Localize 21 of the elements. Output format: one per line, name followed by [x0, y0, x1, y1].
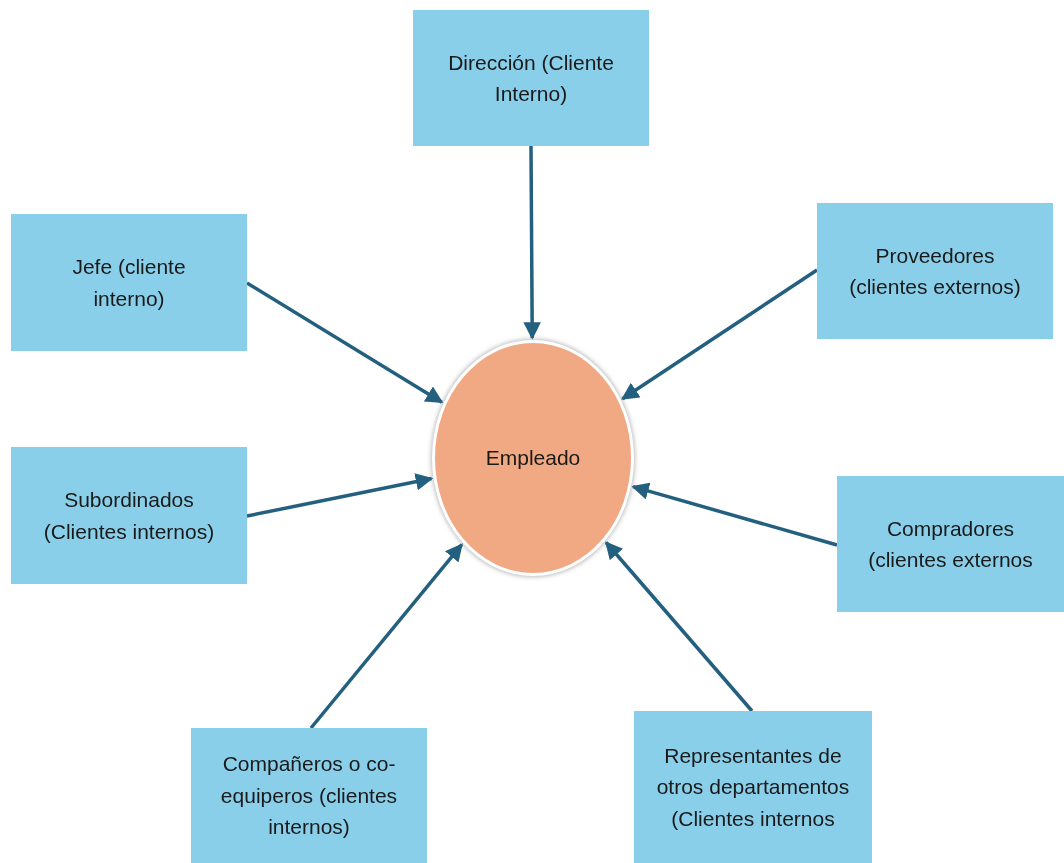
role-box [413, 10, 649, 146]
arrow [523, 146, 541, 340]
role-box [837, 476, 1064, 612]
arrow [604, 541, 754, 713]
role-box [191, 728, 427, 863]
node-label: Representantes de otros departamentos (Clientes internos [655, 742, 851, 832]
role-box [634, 711, 872, 863]
role-box [11, 447, 247, 584]
node-label: Compradores (clientes externos [867, 515, 1034, 573]
node-label: Compañeros o co-equiperos (clientes internos) [219, 751, 399, 841]
arrow [309, 543, 464, 730]
node-label: Jefe (cliente interno) [71, 254, 187, 312]
node-label: Empleado [485, 445, 581, 472]
node-label: Proveedores (clientes externos) [848, 242, 1022, 300]
node-label: Dirección (Cliente Interno) [447, 49, 615, 107]
role-box [11, 214, 247, 351]
arrow [631, 482, 838, 547]
arrow [246, 473, 434, 518]
arrow [621, 268, 818, 401]
role-box [817, 203, 1053, 339]
node-label: Subordinados (Clientes internos) [42, 487, 216, 545]
